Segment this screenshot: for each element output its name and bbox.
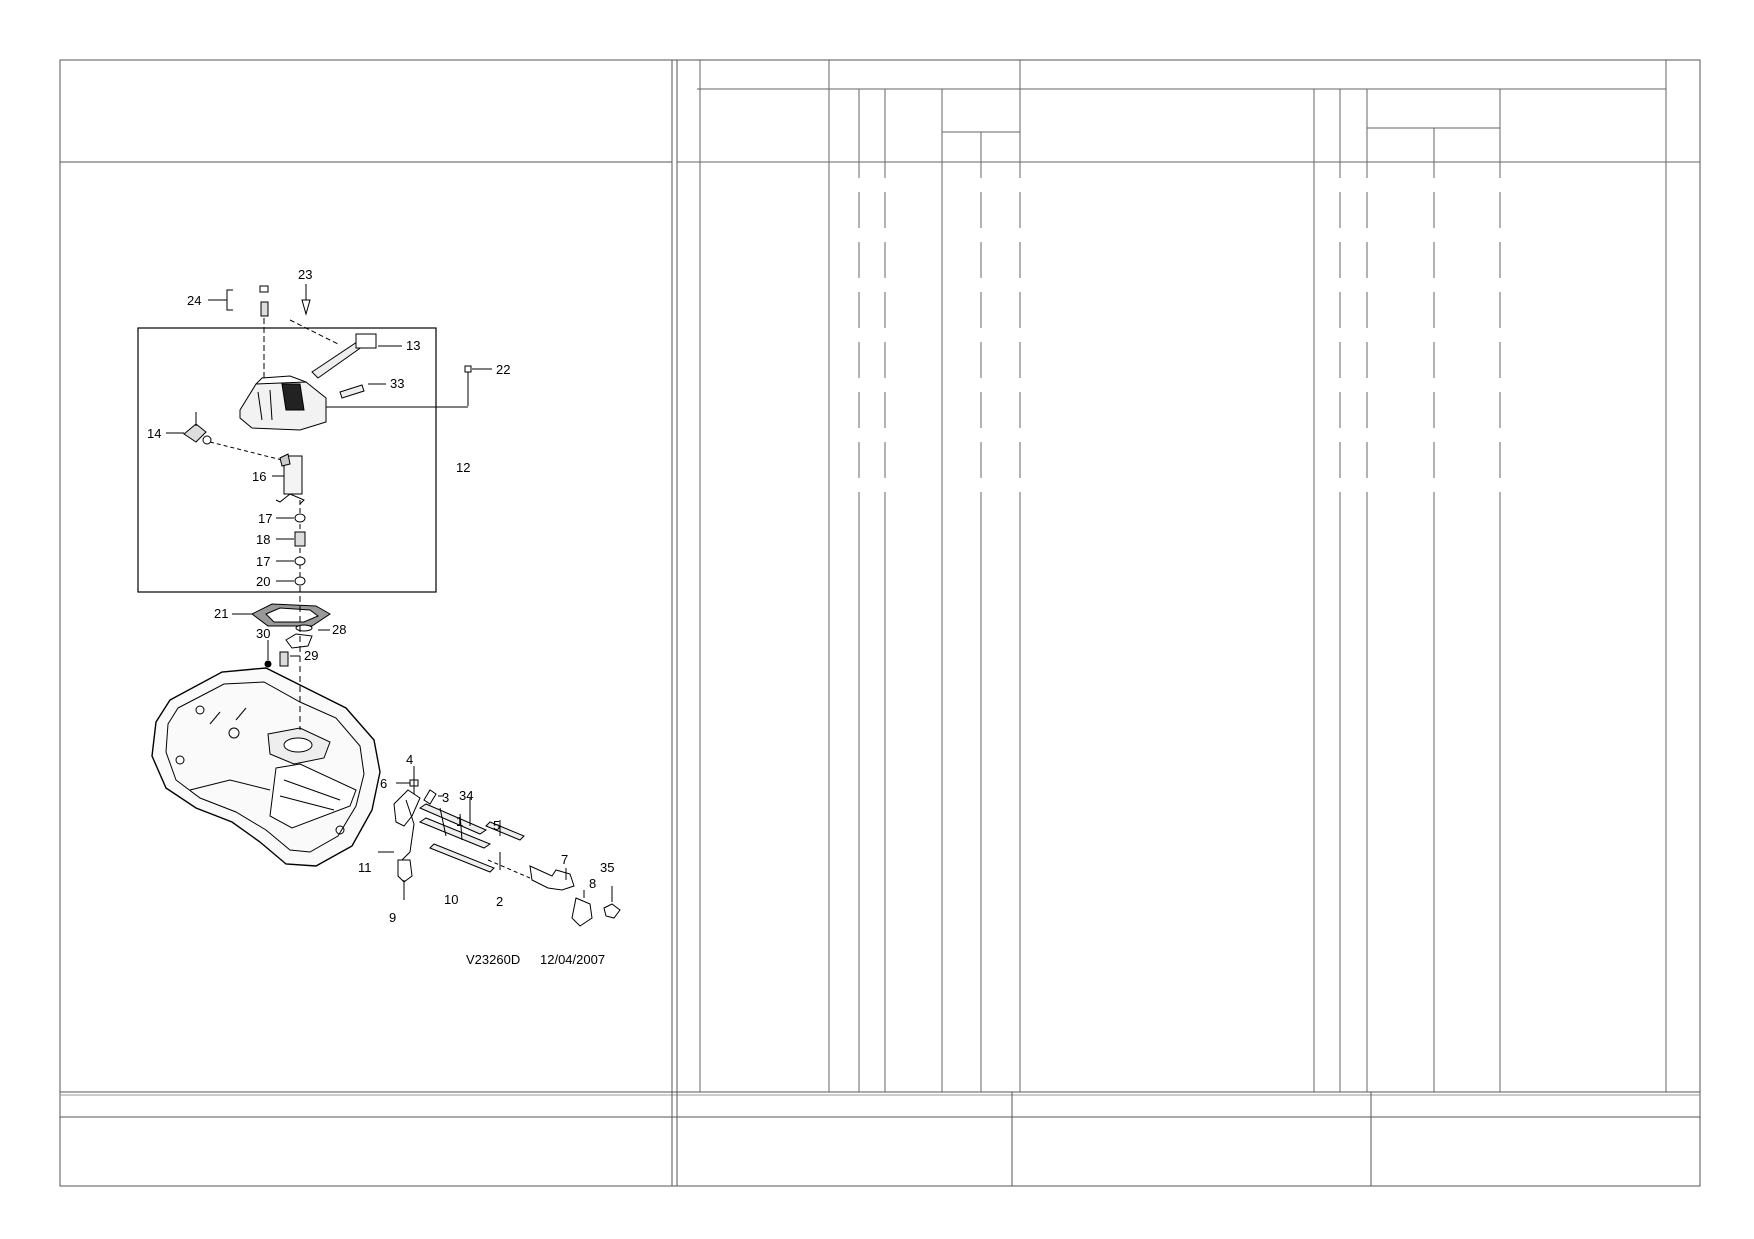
callout-18: 18 (256, 532, 270, 547)
sheet-frame (59, 59, 1701, 1187)
callout-14: 14 (147, 426, 161, 441)
callout-12: 12 (456, 460, 470, 475)
callout-29: 29 (304, 648, 318, 663)
callout-1: 1 (456, 814, 463, 829)
callout-2: 2 (496, 894, 503, 909)
callout-4: 4 (406, 752, 413, 767)
callout-30: 30 (256, 626, 270, 641)
callout-10: 10 (444, 892, 458, 907)
callout-34: 34 (459, 788, 473, 803)
callout-3: 3 (442, 790, 449, 805)
callout-16: 16 (252, 469, 266, 484)
callout-24: 24 (187, 293, 201, 308)
callout-6: 6 (380, 776, 387, 791)
callout-11: 11 (358, 860, 372, 875)
callout-33: 33 (390, 376, 404, 391)
drawing-date: 12/04/2007 (540, 952, 605, 967)
callout-17a: 17 (258, 511, 272, 526)
callout-28: 28 (332, 622, 346, 637)
parts-table-grid (677, 60, 1700, 1092)
table-row-marks (856, 178, 1503, 492)
callout-20: 20 (256, 574, 270, 589)
exploded-view-drawing (137, 284, 621, 927)
callout-7: 7 (561, 852, 568, 867)
callout-8: 8 (589, 876, 596, 891)
callout-labels: 23 24 13 33 22 14 12 16 17 18 17 20 21 2… (147, 267, 614, 925)
callout-23: 23 (298, 267, 312, 282)
callout-35: 35 (600, 860, 614, 875)
callout-17b: 17 (256, 554, 270, 569)
callout-5: 5 (493, 818, 500, 833)
subassembly-box (137, 327, 437, 593)
drawing-code: V23260D (466, 952, 520, 967)
callout-22: 22 (496, 362, 510, 377)
callout-13: 13 (406, 338, 420, 353)
callout-9: 9 (389, 910, 396, 925)
callout-21: 21 (214, 606, 228, 621)
drawing-reference: V23260D 12/04/2007 (466, 952, 605, 967)
